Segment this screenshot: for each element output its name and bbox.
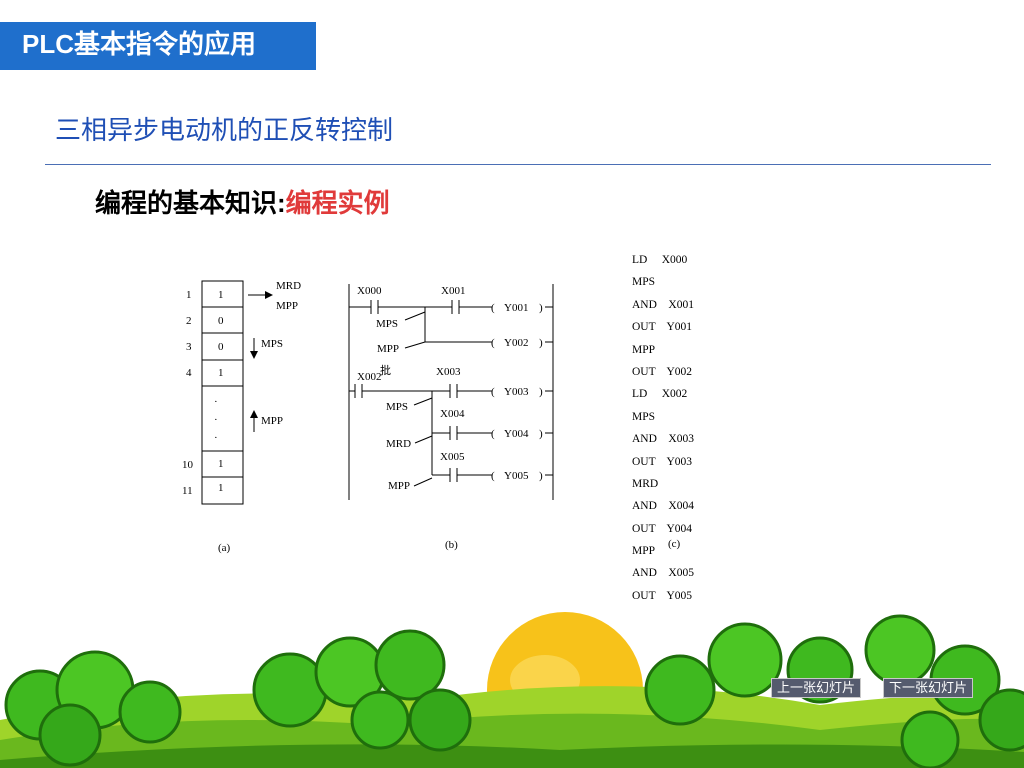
stack-frame — [201, 280, 244, 505]
arrow-label-mpp-top: MPP — [276, 300, 298, 312]
stack-cell: 0 — [218, 315, 224, 327]
coil-label-y004: Y004 — [504, 428, 529, 440]
instruction-line: AND X005 — [632, 567, 694, 580]
landscape-illustration — [0, 612, 1024, 768]
instruction-line: AND X003 — [632, 433, 694, 446]
prev-slide-button[interactable]: 上一张幻灯片 — [771, 678, 862, 698]
coil-label-y001: Y001 — [504, 302, 528, 314]
coil-bracket-icon: ( — [491, 470, 495, 482]
label-mrd: MRD — [386, 438, 411, 450]
coil-bracket-icon: ) — [539, 428, 543, 440]
instruction-line: MRD — [632, 477, 659, 490]
label-mpp-1: MPP — [377, 343, 399, 355]
coil-bracket-icon: ( — [491, 337, 495, 349]
instruction-line: OUT Y002 — [632, 365, 693, 378]
page-title: PLC基本指令的应用 — [22, 29, 257, 59]
instruction-line: LD X002 — [632, 388, 688, 401]
arrow-label-mrd: MRD — [276, 280, 301, 292]
coil-label-y005: Y005 — [504, 470, 529, 482]
next-slide-button[interactable]: 下一张幻灯片 — [883, 678, 974, 698]
ladder-labels: X000 X001 X002 X003 X004 X005 MPS MPP 批 … — [357, 285, 543, 551]
ladder-diagram — [348, 284, 554, 500]
tree-cluster-right — [644, 614, 1024, 768]
stack-row-label: 4 — [186, 367, 192, 379]
diagrams-canvas: 1 2 3 4 10 11 1 0 0 1 1 1 · · · MRD MPP … — [182, 280, 681, 554]
instruction-line: OUT Y003 — [632, 455, 693, 468]
instruction-line: MPS — [632, 276, 656, 289]
contact-label-x005: X005 — [440, 451, 465, 463]
divider-line — [45, 164, 991, 165]
stack-row-label: 11 — [182, 485, 193, 497]
coil-bracket-icon: ( — [491, 302, 495, 314]
coil-bracket-icon: ) — [539, 337, 543, 349]
stack-cell: 1 — [218, 482, 224, 494]
tree-cluster-center — [252, 629, 472, 752]
stack-diagram: 1 2 3 4 10 11 1 0 0 1 1 1 · · · MRD MPP … — [182, 280, 301, 554]
stack-cell: 1 — [218, 458, 224, 470]
arrow-label-mpp: MPP — [261, 415, 283, 427]
title-banner — [0, 22, 316, 70]
contact-label-x000: X000 — [357, 285, 382, 297]
instruction-line: OUT Y001 — [632, 321, 693, 334]
instruction-line: MPP — [632, 343, 656, 356]
coil-bracket-icon: ) — [539, 386, 543, 398]
instruction-line: MPP — [632, 545, 656, 558]
instruction-line: MPS — [632, 410, 656, 423]
arrow-label-mps: MPS — [261, 338, 283, 350]
stack-row-label: 2 — [186, 315, 192, 327]
instruction-line: OUT Y005 — [632, 589, 693, 602]
contact-label-x003: X003 — [436, 366, 461, 378]
caption-a: (a) — [218, 542, 231, 554]
instruction-line: LD X000 — [632, 254, 688, 266]
caption-b: (b) — [445, 539, 458, 551]
contact-label-x001: X001 — [441, 285, 465, 297]
stack-cell: 0 — [218, 341, 224, 353]
coil-label-y002: Y002 — [504, 337, 528, 349]
label-mps-2: MPS — [386, 401, 408, 413]
stack-cell: 1 — [218, 367, 224, 379]
coil-bracket-icon: ( — [491, 428, 495, 440]
contact-label-x002: X002 — [357, 371, 381, 383]
stack-ellipsis-dot: · — [214, 396, 218, 408]
ground — [0, 744, 1024, 768]
coil-bracket-icon: ( — [491, 386, 495, 398]
tree-cluster-left — [4, 650, 182, 767]
coil-bracket-icon: ) — [539, 302, 543, 314]
coil-label-y003: Y003 — [504, 386, 529, 398]
section-label: 编程的基本知识: — [95, 188, 286, 218]
label-stray-mark: 批 — [380, 363, 391, 377]
section-heading: 编程的基本知识:编程实例 — [95, 183, 390, 220]
label-mps-1: MPS — [376, 318, 398, 330]
stack-ellipsis-dot: · — [214, 432, 218, 444]
stack-cell: 1 — [218, 289, 224, 301]
instruction-line: AND X004 — [632, 500, 694, 513]
stack-row-label: 1 — [186, 289, 192, 301]
caption-c: (c) — [668, 538, 681, 550]
label-mpp-2: MPP — [388, 480, 410, 492]
instruction-line: OUT Y004 — [632, 522, 693, 535]
instruction-list: LD X000 MPS AND X001 OUT Y001 MPP OUT Y0… — [632, 253, 694, 611]
stack-row-label: 3 — [186, 341, 192, 353]
section-highlight: 编程实例 — [285, 188, 390, 218]
coil-bracket-icon: ) — [539, 470, 543, 482]
instruction-line: AND X001 — [632, 298, 694, 311]
stack-ellipsis-dot: · — [214, 414, 218, 426]
contact-label-x004: X004 — [440, 408, 465, 420]
slide-subtitle: 三相异步电动机的正反转控制 — [55, 115, 394, 145]
stack-row-label: 10 — [182, 459, 194, 471]
